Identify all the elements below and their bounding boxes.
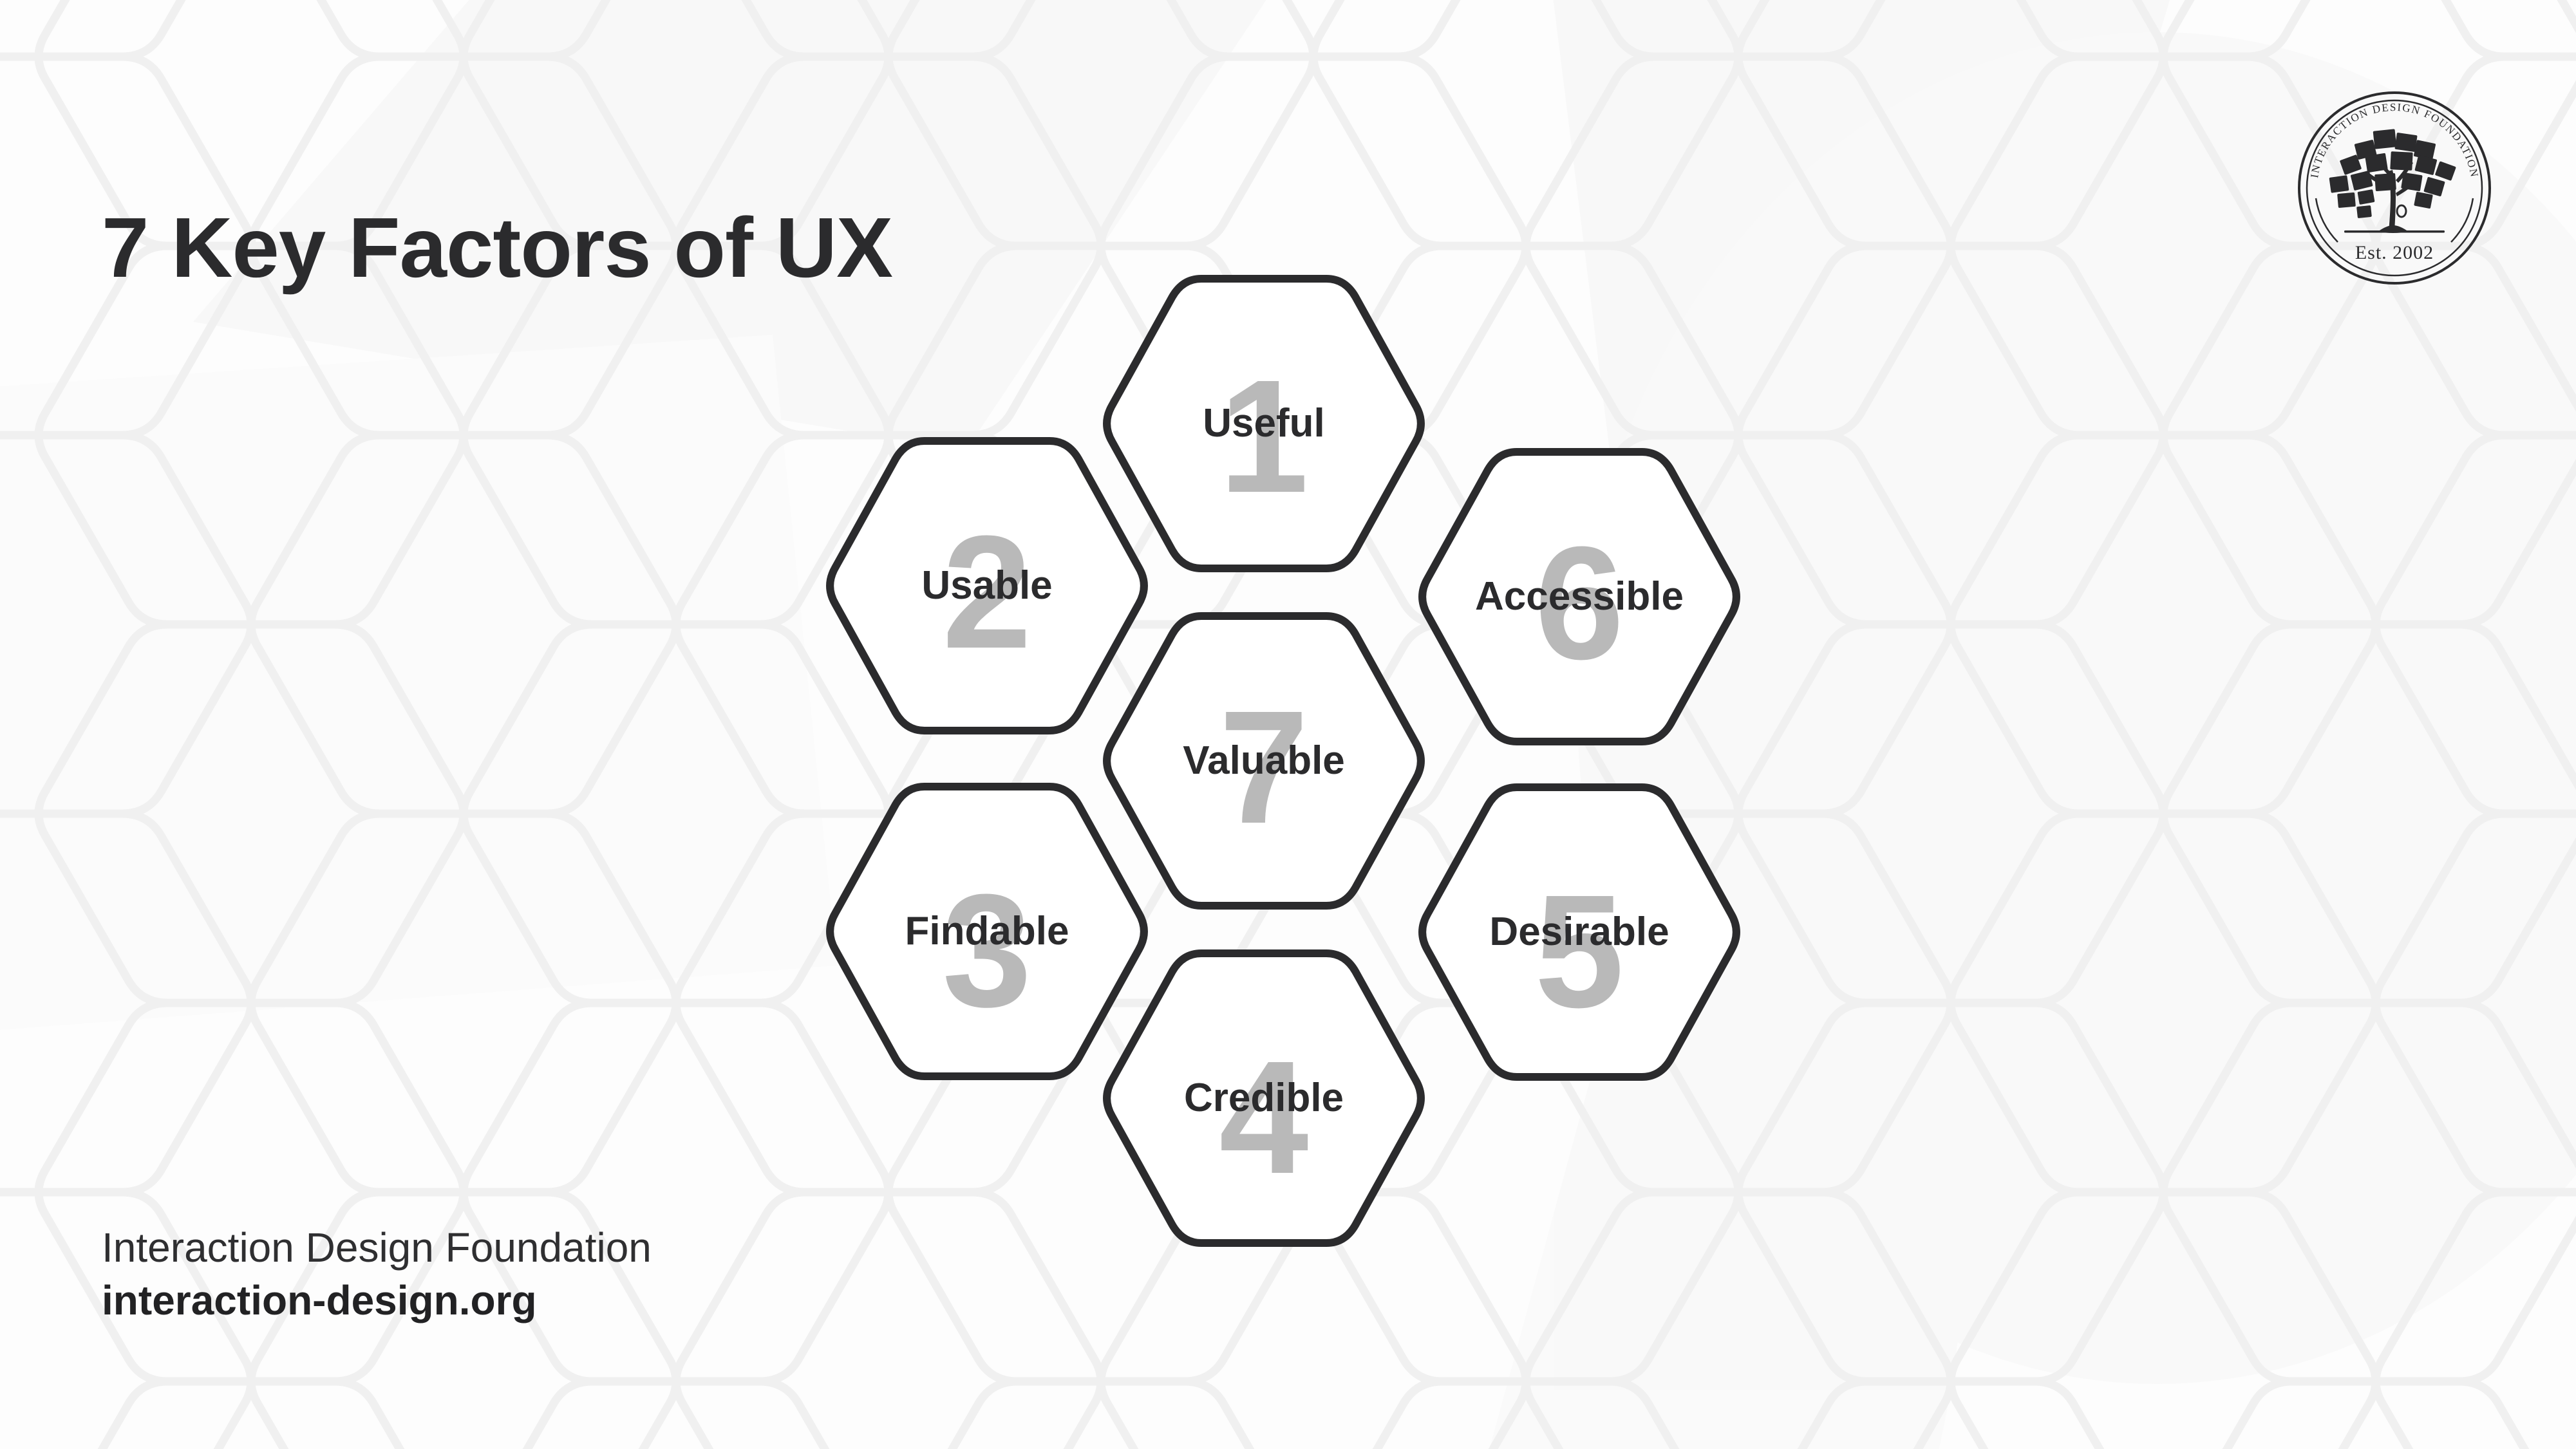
idf-logo: INTERACTION DESIGN FOUNDATION xyxy=(2298,91,2491,285)
footer-organization: Interaction Design Foundation xyxy=(102,1224,652,1271)
hex-label: Findable xyxy=(905,909,1069,953)
footer: Interaction Design Foundation interactio… xyxy=(102,1224,652,1323)
footer-website[interactable]: interaction-design.org xyxy=(102,1276,537,1323)
page-title: 7 Key Factors of UX xyxy=(102,200,893,295)
tree-icon xyxy=(2329,129,2456,233)
hex-label: Desirable xyxy=(1489,910,1669,954)
hex-label: Accessible xyxy=(1475,574,1684,619)
logo-established-text: Est. 2002 xyxy=(2355,242,2434,263)
hex-label: Valuable xyxy=(1183,738,1345,783)
hex-label: Credible xyxy=(1183,1076,1344,1120)
hex-label: Usable xyxy=(921,563,1053,608)
